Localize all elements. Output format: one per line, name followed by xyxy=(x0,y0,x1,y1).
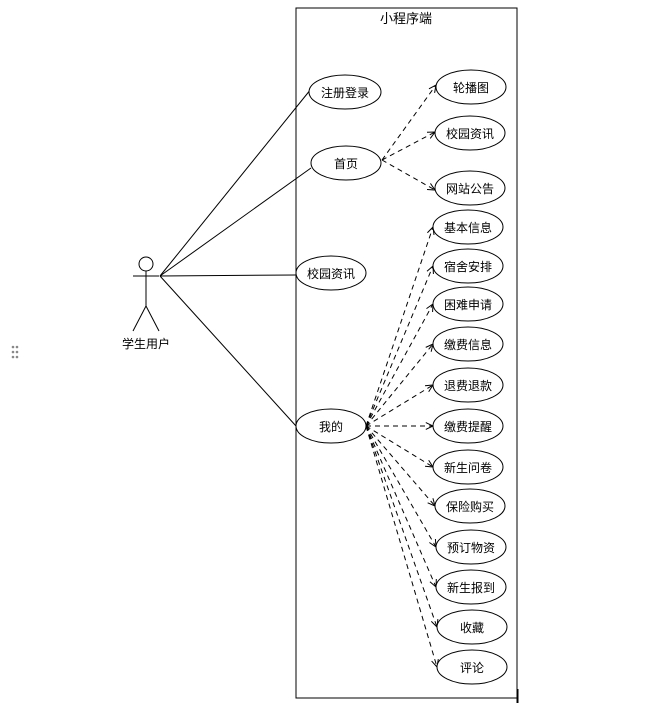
use-case-home[interactable]: 首页 xyxy=(310,145,382,181)
use-case-label: 网站公告 xyxy=(446,182,494,196)
use-case-label: 我的 xyxy=(319,419,343,434)
use-case-supplies[interactable]: 预订物资 xyxy=(435,529,507,565)
use-case-label: 校园资讯 xyxy=(446,126,494,141)
use-case-dorm[interactable]: 宿舍安排 xyxy=(432,248,504,284)
use-case-announcement[interactable]: 网站公告 xyxy=(434,170,506,206)
use-case-payment-info[interactable]: 缴费信息 xyxy=(432,326,504,362)
use-case-label: 注册登录 xyxy=(321,85,369,100)
use-case-payment-reminder[interactable]: 缴费提醒 xyxy=(432,408,504,444)
use-case-label: 基本信息 xyxy=(444,220,492,235)
use-case-label: 轮播图 xyxy=(453,81,489,95)
use-case-carousel[interactable]: 轮播图 xyxy=(435,69,507,105)
actor-student[interactable] xyxy=(132,256,160,332)
association-line xyxy=(159,88,312,277)
use-case-label: 宿舍安排 xyxy=(444,259,492,274)
dependency-arrow xyxy=(365,384,434,427)
dependency-lines xyxy=(365,84,439,669)
use-case-basic-info[interactable]: 基本信息 xyxy=(432,209,504,245)
dependency-arrow xyxy=(365,425,439,669)
use-case-hardship[interactable]: 困难申请 xyxy=(432,286,504,322)
drag-handle-icon[interactable] xyxy=(11,345,19,359)
use-case-label: 新生问卷 xyxy=(444,460,492,475)
dependency-arrow xyxy=(381,84,437,161)
use-case-label: 新生报到 xyxy=(447,580,495,595)
dependency-arrow xyxy=(365,425,439,629)
use-case-mine[interactable]: 我的 xyxy=(295,408,367,444)
use-case-label: 保险购买 xyxy=(446,499,494,514)
dependency-arrow xyxy=(365,264,434,427)
use-case-label: 缴费信息 xyxy=(444,337,492,352)
use-case-label: 预订物资 xyxy=(447,541,495,555)
use-case-insurance[interactable]: 保险购买 xyxy=(434,488,506,524)
dependency-arrow xyxy=(381,159,437,191)
use-case-favorites[interactable]: 收藏 xyxy=(436,609,508,645)
use-case-comments[interactable]: 评论 xyxy=(436,649,508,685)
use-case-label: 校园资讯 xyxy=(307,266,355,281)
use-case-news[interactable]: 校园资讯 xyxy=(295,255,367,291)
dependency-arrow xyxy=(365,425,437,589)
association-lines xyxy=(159,88,312,427)
dependency-arrow xyxy=(365,425,437,548)
dependency-arrow xyxy=(365,225,435,427)
actor-label: 学生用户 xyxy=(122,336,170,351)
association-line xyxy=(159,274,297,277)
dependency-arrow xyxy=(381,131,437,161)
use-case-label: 评论 xyxy=(460,661,484,675)
use-case-label: 退费退款 xyxy=(444,379,492,393)
use-case-register[interactable]: 注册登录 xyxy=(308,74,382,110)
dependency-arrow xyxy=(365,343,434,427)
dependency-arrow xyxy=(365,425,436,507)
use-case-refund[interactable]: 退费退款 xyxy=(432,367,504,403)
use-case-label: 缴费提醒 xyxy=(444,419,492,434)
association-line xyxy=(159,275,297,427)
use-case-label: 收藏 xyxy=(460,621,484,635)
system-title: 小程序端 xyxy=(380,12,432,27)
use-case-campus-news[interactable]: 校园资讯 xyxy=(434,115,506,151)
association-line xyxy=(159,167,312,277)
system-boundary xyxy=(295,7,518,699)
use-case-label: 首页 xyxy=(334,157,358,171)
dependency-arrow xyxy=(366,422,435,430)
use-case-survey[interactable]: 新生问卷 xyxy=(432,449,504,485)
use-case-enrollment[interactable]: 新生报到 xyxy=(435,569,507,605)
use-case-label: 困难申请 xyxy=(444,298,492,312)
dependency-arrow xyxy=(365,302,434,427)
